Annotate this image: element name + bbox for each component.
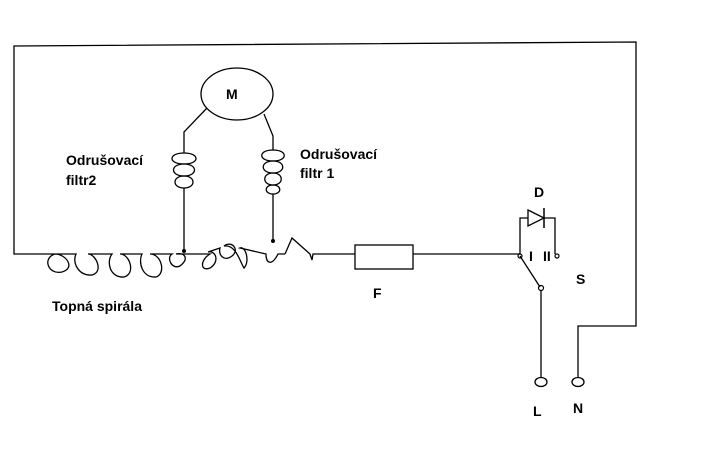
filter2-junction — [182, 249, 186, 253]
switch-contact-1 — [517, 253, 523, 259]
diode-triangle — [527, 208, 546, 228]
switch-contact-2 — [554, 253, 560, 259]
fuse-label: F — [373, 285, 382, 301]
filter2-label-line1: Odrušovací — [66, 152, 144, 168]
heating-spiral — [40, 243, 285, 278]
terminal-N — [571, 376, 585, 388]
outer-wire — [13, 41, 637, 378]
motor — [200, 67, 274, 121]
spiral-to-fuse — [284, 236, 355, 261]
motor-label: M — [226, 86, 238, 102]
switch-label: S — [576, 271, 586, 287]
switch-pos-1-label: I — [529, 248, 533, 264]
diode-branch — [519, 217, 556, 254]
heating-coil-label: Topná spirála — [52, 298, 142, 314]
switch-pos-2-label: II — [543, 248, 551, 264]
filter1-label-line2: filtr 1 — [300, 165, 335, 181]
terminal-L — [534, 376, 548, 388]
motor-lead-right — [263, 113, 274, 150]
filter1-junction — [271, 239, 275, 243]
diode-label: D — [534, 184, 545, 200]
switch-blade — [519, 255, 541, 288]
filter1-coil — [261, 149, 285, 241]
filter2-coil — [171, 152, 197, 250]
motor-lead-left — [183, 107, 208, 153]
filter2-label-line2: filtr2 — [66, 172, 97, 188]
switch-pivot — [537, 284, 545, 292]
neutral-label: N — [573, 400, 584, 416]
filter1-label-line1: Odrušovací — [300, 146, 378, 162]
live-label: L — [533, 403, 542, 419]
fuse — [354, 244, 414, 270]
